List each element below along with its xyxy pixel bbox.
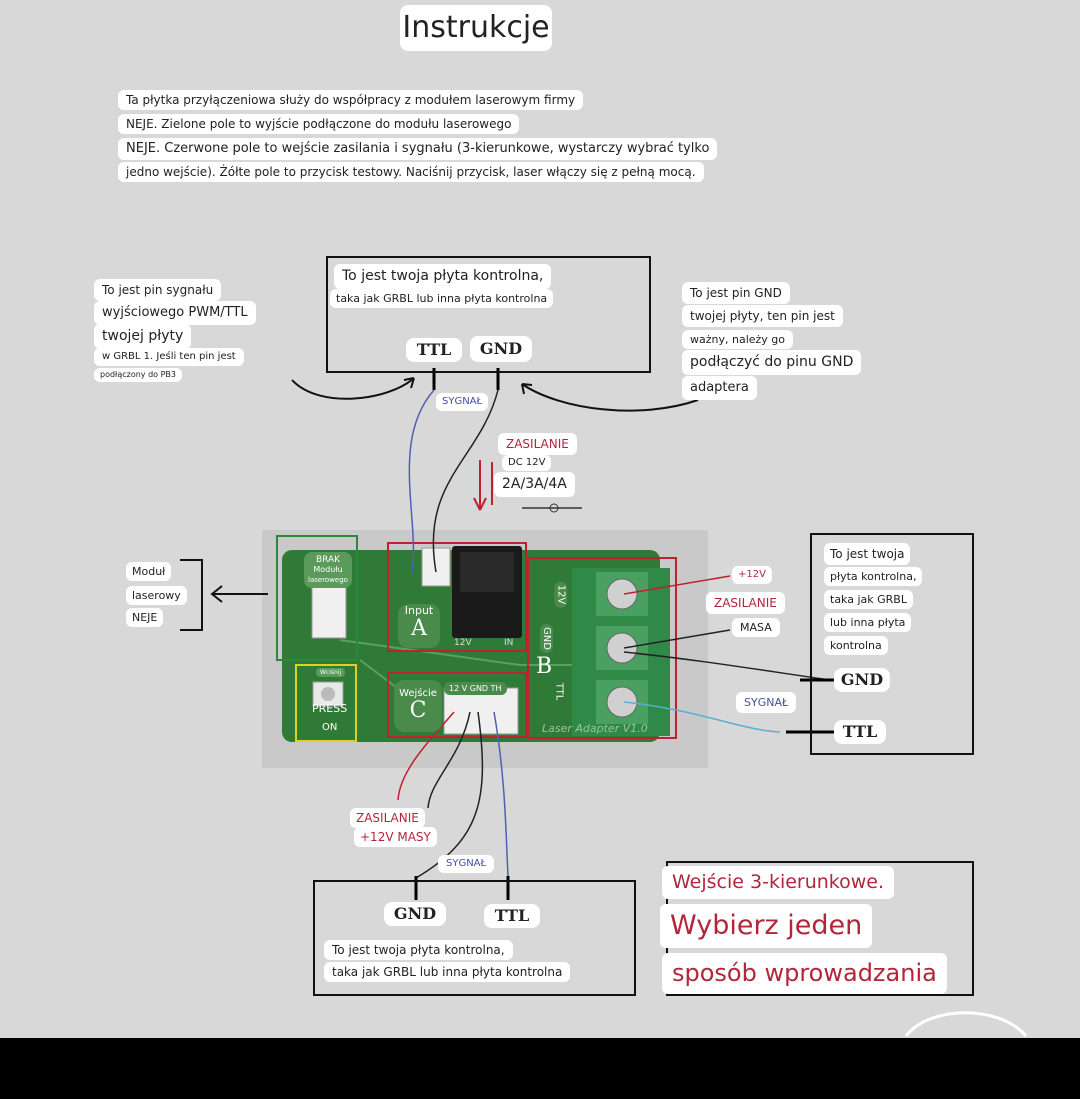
pcb-ttl-b: TTL	[553, 682, 565, 701]
power-label: ZASILANIE	[498, 433, 577, 456]
module-note-3: NEJE	[126, 608, 164, 628]
intro-line-1: Ta płytka przyłączeniowa służy do współp…	[118, 90, 584, 111]
right-signal: SYGNAŁ	[736, 692, 797, 714]
gnd-wire-bottom	[415, 711, 484, 879]
output-highlight	[276, 535, 358, 661]
module-note-1: Moduł	[126, 562, 172, 582]
pcb-on: ON	[322, 722, 338, 733]
gnd-wire-top	[432, 389, 499, 573]
pcb-wcisnij: Wciśnij	[316, 668, 346, 677]
right-zasilanie: ZASILANIE	[706, 592, 785, 615]
top-gnd-pin: GND	[470, 336, 532, 362]
pcb-b: B	[536, 654, 553, 679]
module-connector	[311, 579, 347, 639]
pcb-wejscie-badge: Wejście C	[394, 680, 442, 732]
zasilanie-wire-bottom	[397, 711, 455, 801]
bottom-bar	[0, 1038, 1080, 1099]
intro-line-2: NEJE. Zielone pole to wyjście podłączone…	[118, 114, 520, 135]
pcb-gnd-b: GND	[539, 624, 553, 653]
pcb-wejscie: Wejście	[399, 688, 437, 699]
input-a-connector	[421, 547, 451, 587]
right-gnd-pin: GND	[834, 668, 890, 692]
intro-line-3: NEJE. Czerwone pole to wejście zasilania…	[118, 138, 718, 160]
pcb-input-badge: Input A	[398, 604, 440, 648]
pcb-a: A	[411, 616, 427, 641]
pcb-laserowego: laserowego	[308, 576, 348, 584]
power-amps: 2A/3A/4A	[494, 472, 575, 497]
bottom-ttl-pin: TTL	[484, 904, 540, 928]
pcb-12v-in: 12V	[454, 638, 472, 648]
right-note-5: adaptera	[682, 376, 757, 400]
pcb-brak: BRAK	[315, 555, 341, 565]
three-way-line-3: sposób wprowadzania	[662, 953, 947, 994]
pcb-12v-b: 12V	[554, 581, 568, 608]
module-note-2: laserowy	[126, 586, 187, 606]
bottom-board-line-1: To jest twoja płyta kontrolna,	[324, 940, 513, 961]
bottom-board-line-2: taka jak GRBL lub inna płyta kontrolna	[324, 962, 571, 983]
top-control-board	[326, 256, 651, 373]
right-note-4: podłączyć do pinu GND	[682, 350, 862, 375]
right-board-3: taka jak GRBL	[824, 590, 913, 610]
pcb-input: Input	[404, 604, 434, 617]
bottom-gnd-pin: GND	[384, 902, 446, 926]
left-note-3: twojej płyty	[94, 324, 192, 349]
signal-wire-right	[623, 701, 781, 733]
left-note-2: wyjściowego PWM/TTL	[94, 301, 256, 325]
pcb-brak-badge: BRAK Modułu laserowego	[304, 552, 352, 588]
pcb-press: PRESS	[312, 702, 348, 715]
bottom-signal: SYGNAŁ	[438, 855, 495, 873]
signal-wire-bottom	[493, 711, 509, 877]
right-note-1: To jest pin GND	[682, 282, 790, 305]
right-note-3: ważny, należy go	[682, 330, 794, 350]
intro-line-4: jedno wejście). Żółte pole to przycisk t…	[118, 162, 704, 183]
page-title: Instrukcje	[400, 5, 552, 51]
bottom-zasilanie: ZASILANIE	[350, 808, 425, 829]
bottom-masy: +12V MASY	[354, 827, 437, 848]
right-control-board	[810, 533, 974, 755]
left-note-5: podłączony do PB3	[94, 368, 182, 382]
input-c-highlight	[387, 672, 527, 738]
right-note-2: twojej płyty, ten pin jest	[682, 305, 843, 328]
input-a-highlight	[387, 542, 527, 652]
pcb-in: IN	[504, 638, 514, 648]
pcb-footer: Laser Adapter V1.0	[542, 722, 648, 735]
plus12-wire	[623, 575, 731, 595]
right-masa: MASA	[732, 618, 780, 638]
right-board-2: płyta kontrolna,	[824, 567, 923, 587]
three-way-line-2: Wybierz jeden	[660, 904, 873, 949]
right-board-5: kontrolna	[824, 636, 888, 656]
masa-wire	[623, 629, 731, 649]
signal-label-top: SYGNAŁ	[436, 393, 489, 411]
top-board-line-2: taka jak GRBL lub inna płyta kontrolna	[330, 289, 554, 309]
pcb-c: C	[409, 698, 427, 723]
right-board-1: To jest twoja	[824, 543, 911, 566]
right-board-4: lub inna płyta	[824, 613, 912, 633]
right-ttl-pin: TTL	[834, 720, 886, 744]
left-note-4: w GRBL 1. Jeśli ten pin jest	[94, 348, 244, 366]
power-dc: DC 12V	[502, 455, 552, 471]
three-way-line-1: Wejście 3-kierunkowe.	[662, 866, 895, 899]
bottom-control-board	[313, 880, 636, 996]
top-board-line-1: To jest twoja płyta kontrolna,	[334, 264, 552, 289]
pcb-c-pins: 12 V GND TH	[444, 682, 507, 695]
signal-wire-top	[408, 389, 435, 573]
top-ttl-pin: TTL	[406, 338, 462, 362]
input-b-highlight	[527, 557, 677, 739]
pcb-modulu: Modułu	[313, 565, 343, 574]
test-button-highlight	[295, 664, 357, 742]
right-plus12: +12V	[732, 566, 772, 584]
left-note-1: To jest pin sygnału	[94, 279, 222, 302]
